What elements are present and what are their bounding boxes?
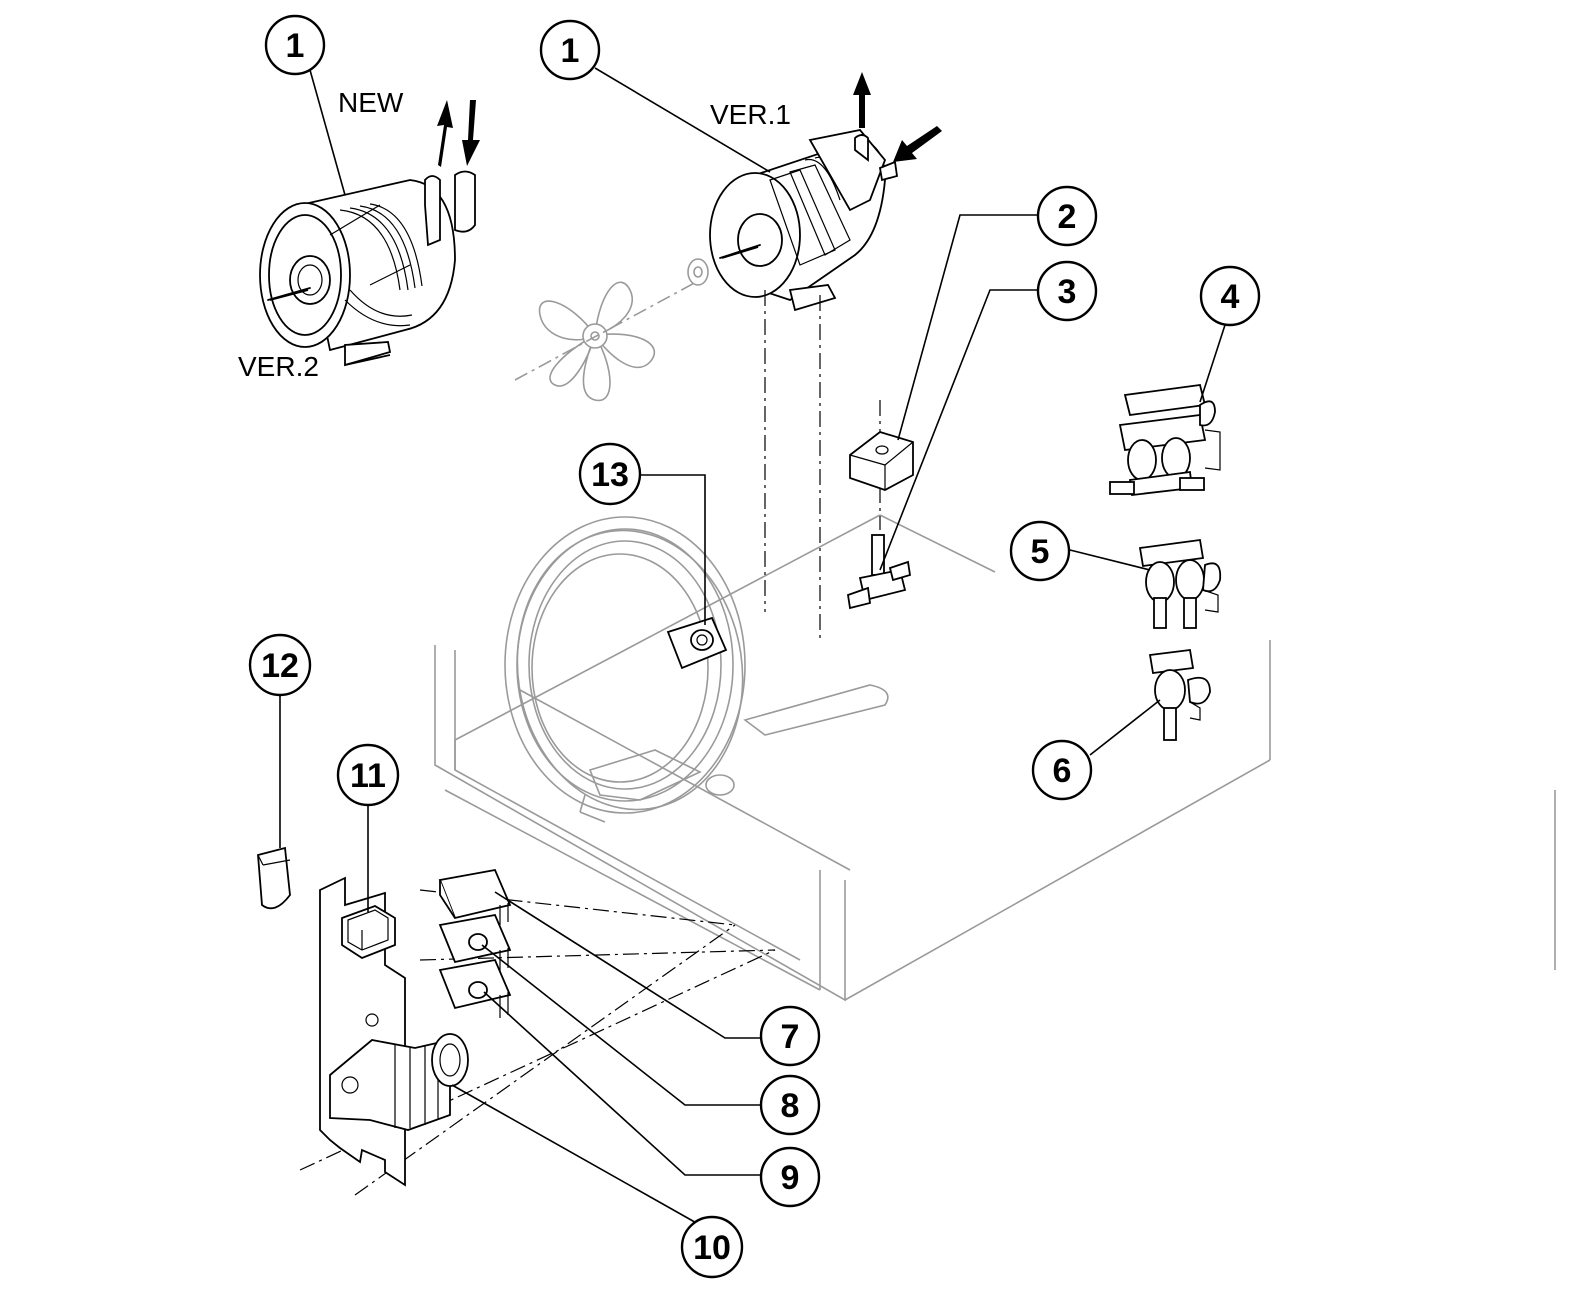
- part-9-thermostat: [438, 958, 512, 1018]
- fan-blade: [514, 258, 709, 402]
- callout-6: 6: [1031, 739, 1093, 801]
- part-3-tee-fitting: [846, 534, 912, 610]
- svg-text:3: 3: [1058, 273, 1077, 311]
- part-11-switch: [341, 905, 396, 960]
- label-ver1: VER.1: [710, 99, 791, 130]
- leader-lines: [279, 67, 1226, 1226]
- arrow-left-down-icon: [893, 126, 942, 162]
- svg-text:1: 1: [561, 32, 580, 70]
- arrow-up-icon: [853, 72, 871, 128]
- callout-13: 13: [578, 442, 642, 506]
- callout-2: 2: [1036, 185, 1098, 247]
- callout-3: 3: [1036, 260, 1098, 322]
- part-8-thermostat: [438, 913, 512, 972]
- pump-motor-ver2: [259, 170, 476, 367]
- callout-8: 8: [759, 1074, 821, 1136]
- svg-text:13: 13: [591, 456, 629, 494]
- svg-text:2: 2: [1058, 198, 1077, 236]
- svg-text:8: 8: [781, 1087, 800, 1125]
- callout-1-ver2: 1: [264, 14, 326, 76]
- svg-text:7: 7: [781, 1018, 800, 1056]
- part-13-clip: [666, 616, 728, 670]
- callout-11: 11: [336, 743, 400, 807]
- svg-text:1: 1: [286, 27, 305, 65]
- svg-text:12: 12: [261, 647, 299, 685]
- callout-5: 5: [1009, 520, 1071, 582]
- part-12-cap: [257, 846, 291, 910]
- callout-4: 4: [1199, 265, 1261, 327]
- flow-arrows: [437, 72, 942, 167]
- cabinet-outline: [434, 514, 1271, 1002]
- svg-text:4: 4: [1221, 278, 1240, 316]
- condenser-coil: [504, 516, 889, 823]
- arrow-up-icon: [437, 100, 453, 167]
- part-4-triple-valve: [1109, 384, 1221, 496]
- part-7-relay: [438, 868, 512, 925]
- part-5-double-valve: [1138, 538, 1222, 629]
- svg-text:9: 9: [781, 1159, 800, 1197]
- svg-text:10: 10: [693, 1229, 731, 1267]
- arrow-down-icon: [462, 100, 480, 166]
- callout-9: 9: [759, 1146, 821, 1208]
- part-10-rotary-switch: [329, 1033, 469, 1131]
- part-6-single-valve: [1148, 648, 1211, 741]
- label-ver2: VER.2: [238, 351, 319, 382]
- pump-motor-ver1: [709, 129, 899, 312]
- callout-7: 7: [759, 1005, 821, 1067]
- part-2-block: [849, 431, 914, 491]
- callout-1-ver1: 1: [539, 19, 601, 81]
- alignment-lines: [299, 290, 881, 1196]
- svg-text:6: 6: [1053, 752, 1072, 790]
- svg-text:5: 5: [1031, 533, 1050, 571]
- callout-10: 10: [680, 1215, 744, 1279]
- svg-text:11: 11: [350, 757, 386, 795]
- callout-12: 12: [248, 633, 312, 697]
- label-new: NEW: [338, 87, 404, 118]
